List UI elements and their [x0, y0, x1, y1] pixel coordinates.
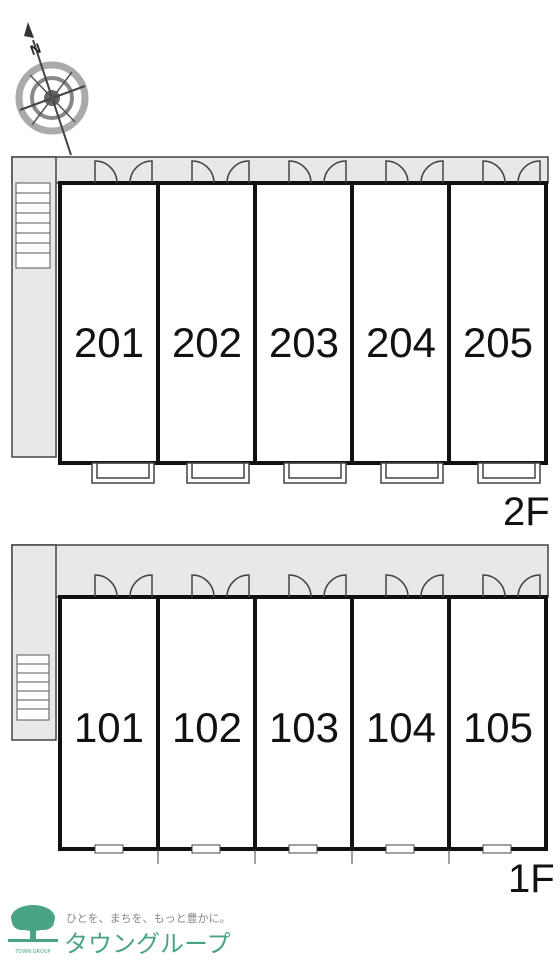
tree-logo-icon: TOWN GROUP: [8, 905, 58, 955]
north-label: N: [28, 40, 43, 58]
unit-label: 102: [172, 704, 242, 751]
unit-room: [447, 181, 548, 465]
unit-label: 101: [74, 704, 144, 751]
floor-2f-plan: 201 202 203 204 205 2F: [11, 156, 550, 534]
unit-room: [253, 595, 354, 851]
unit-label: 103: [269, 704, 339, 751]
logo-tagline: ひとを、まちを、もっと豊かに。: [66, 912, 231, 925]
unit-label: 205: [463, 319, 533, 366]
windows: [94, 844, 512, 854]
logo-name: タウングループ: [64, 930, 231, 958]
door-icons: [94, 160, 541, 184]
door-icons: [94, 574, 541, 598]
unit-label: 201: [74, 319, 144, 366]
unit-room: [350, 181, 451, 465]
floor-label: 1F: [508, 857, 555, 901]
partition-marks: [157, 849, 450, 864]
unit-label: 104: [366, 704, 436, 751]
floor-label: 2F: [503, 490, 550, 534]
staircase: [15, 182, 51, 269]
unit-label: 202: [172, 319, 242, 366]
compass-icon: N: [15, 22, 89, 156]
unit-label: 204: [366, 319, 436, 366]
balconies: [91, 462, 541, 484]
unit-label: 203: [269, 319, 339, 366]
staircase: [16, 654, 50, 721]
unit-room: [350, 595, 451, 851]
svg-text:TOWN GROUP: TOWN GROUP: [14, 949, 50, 955]
unit-room: [156, 181, 257, 465]
unit-label: 105: [463, 704, 533, 751]
floor-1f-plan: 101 102 103 104 105 1F: [11, 544, 555, 901]
company-logo: TOWN GROUP ひとを、まちを、もっと豊かに。 タウングループ: [8, 905, 231, 958]
unit-room: [253, 181, 354, 465]
